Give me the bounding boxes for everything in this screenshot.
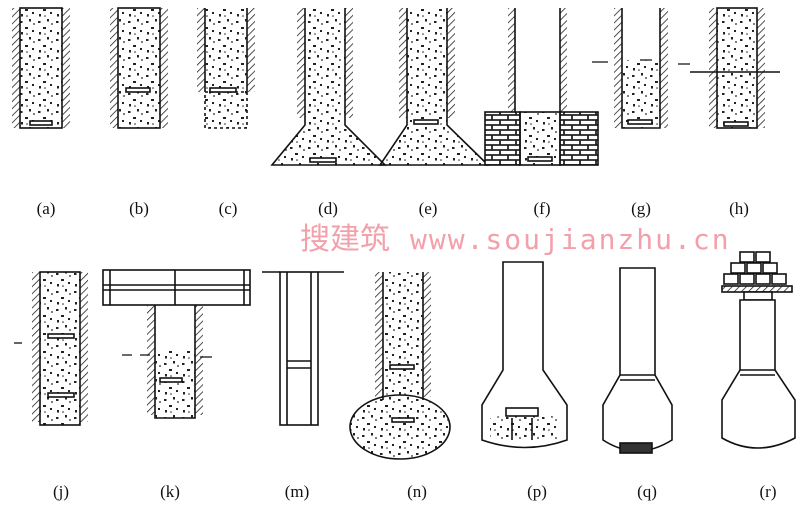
label-c: (c) [219,199,238,218]
label-g: (g) [631,199,651,218]
watermark: 搜建筑 www.soujianzhu.cn [300,222,731,257]
label-r: (r) [760,482,777,501]
label-j: (j) [53,482,69,501]
label-h: (h) [729,199,749,218]
figure-labels: (a) (b) (c) (d) (e) (f) (g) (h) (j) (k) … [37,199,777,501]
pile-r [721,251,796,449]
pile-c [197,8,255,129]
label-f: (f) [534,199,551,218]
watermark-chinese: 搜建筑 [300,222,390,257]
pile-h [690,7,780,129]
pile-p [481,261,568,449]
surcharge-blocks [721,251,793,301]
pile-g [592,8,690,129]
label-k: (k) [160,482,180,501]
pile-k [102,269,251,419]
label-m: (m) [285,482,310,501]
label-b: (b) [129,199,149,218]
pile-f [484,8,599,166]
pile-q [602,267,673,454]
pile-n [349,272,451,460]
label-q: (q) [637,482,657,501]
label-e: (e) [419,199,438,218]
label-a: (a) [37,199,56,218]
label-n: (n) [407,482,427,501]
pile-e [378,8,490,166]
label-p: (p) [527,482,547,501]
pile-j [14,271,88,426]
pile-b [110,7,168,129]
pile-d [270,8,387,166]
label-d: (d) [318,199,338,218]
watermark-url: www.soujianzhu.cn [410,223,731,256]
pile-a [12,7,70,129]
pile-m [262,271,344,426]
